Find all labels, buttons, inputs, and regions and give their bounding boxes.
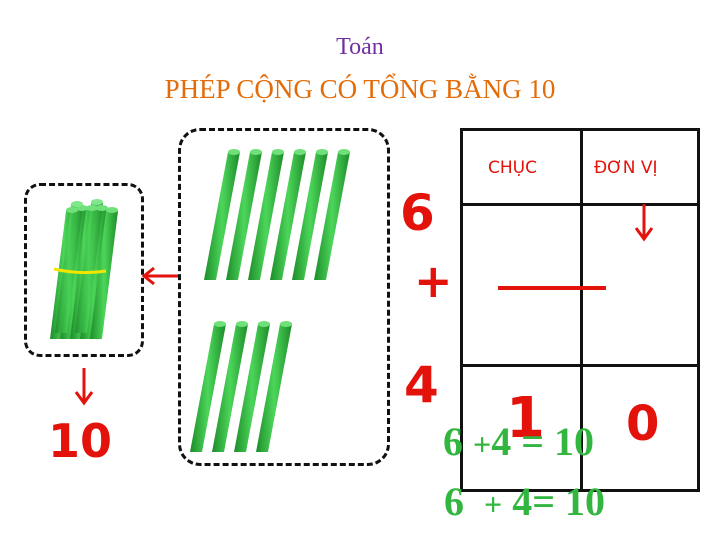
arrow-down-icon bbox=[74, 368, 94, 406]
table-left-border bbox=[460, 128, 463, 492]
equation-1-eq: = bbox=[521, 419, 545, 464]
lesson-subject: Toán bbox=[336, 34, 384, 60]
operand-b: 4 bbox=[404, 356, 439, 414]
bundle-total: 10 bbox=[48, 414, 113, 468]
arrow-left-icon bbox=[141, 266, 180, 286]
table-bottom-border bbox=[460, 489, 700, 492]
equation-2-a: 6 bbox=[444, 479, 464, 524]
table-header-divider bbox=[460, 203, 700, 206]
equation-1-b: 4 bbox=[491, 419, 512, 464]
lesson-title: PHÉP CỘNG CÓ TỔNG BẰNG 10 bbox=[164, 74, 556, 104]
equation-2-result: 10 bbox=[565, 479, 606, 524]
equation-2-plus: + bbox=[484, 486, 503, 522]
equation-1-result: 10 bbox=[554, 419, 595, 464]
equation-2-eq: = bbox=[532, 479, 556, 524]
table-row-divider bbox=[460, 364, 700, 367]
result-units-digit: 0 bbox=[626, 396, 660, 452]
table-right-border bbox=[697, 128, 700, 492]
operand-a: 6 bbox=[400, 184, 435, 242]
bundle-box bbox=[24, 183, 144, 357]
equation-2: 6 + 4= 10 bbox=[444, 478, 605, 525]
equation-1: 6 +4 = 10 bbox=[443, 418, 594, 465]
plus-sign: + bbox=[414, 254, 453, 308]
four-sticks bbox=[190, 321, 292, 452]
sticks-box bbox=[178, 128, 390, 466]
result-tens-digit: 1 bbox=[506, 386, 545, 451]
table-mid-border bbox=[580, 128, 583, 492]
header-tens: CHỤC bbox=[488, 158, 537, 178]
equation-2-b: 4 bbox=[512, 479, 533, 524]
sum-line bbox=[498, 286, 606, 290]
equation-1-a: 6 bbox=[443, 419, 463, 464]
six-sticks bbox=[204, 149, 350, 280]
arrow-down-units-icon bbox=[634, 204, 654, 242]
bundle-of-ten-sticks bbox=[50, 199, 118, 339]
equation-1-plus: + bbox=[473, 426, 492, 462]
table-top-border bbox=[460, 128, 700, 131]
header-units: ĐƠN VỊ bbox=[594, 158, 658, 178]
